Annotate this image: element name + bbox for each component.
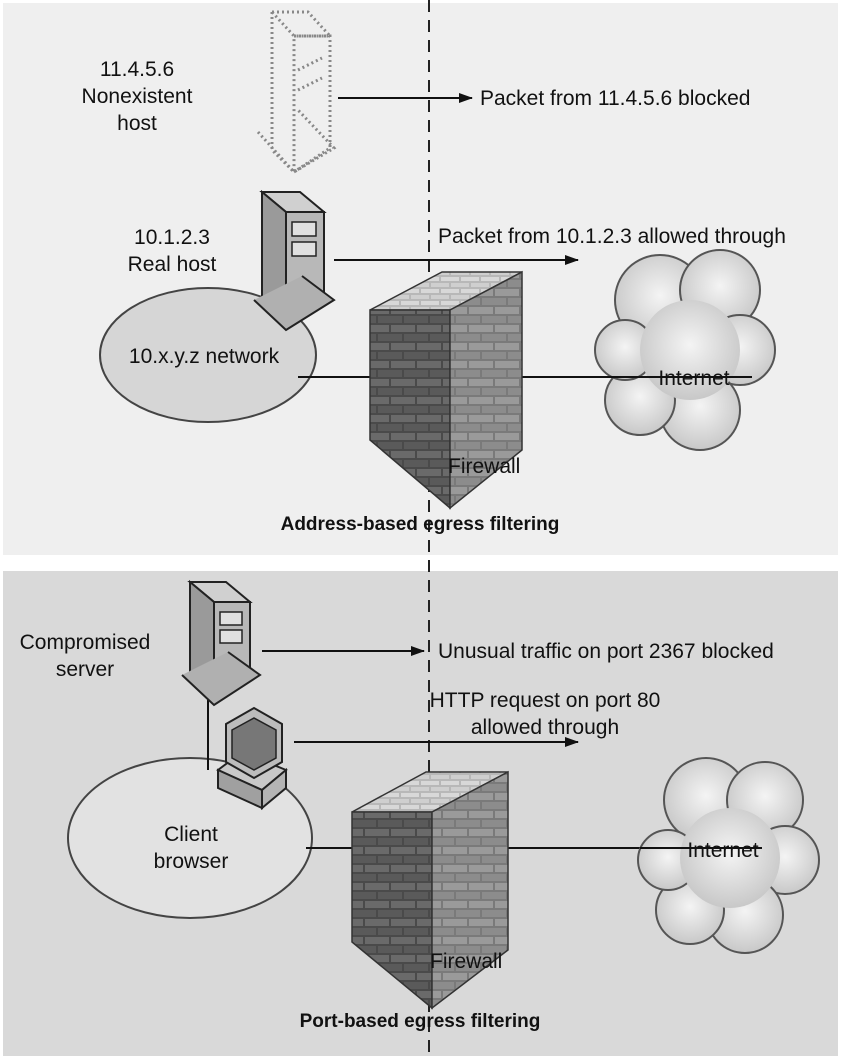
allowed-label-line2: allowed through [471, 716, 619, 739]
desktop-computer-icon [216, 706, 288, 811]
firewall-label-top: Firewall [448, 455, 520, 478]
brick-firewall-icon [369, 270, 523, 510]
internet-label-top: Internet [658, 367, 729, 390]
caption-bottom: Port-based egress filtering [300, 1011, 541, 1032]
ghost-server-icon [256, 10, 337, 176]
network-ellipse [99, 287, 317, 423]
real-host-label: Real host [128, 253, 217, 276]
server-label-line1: Compromised [20, 631, 151, 654]
allowed-label-line1: HTTP request on port 80 [430, 689, 661, 712]
server-tower-icon [253, 189, 336, 332]
blocked-label-bottom: Unusual traffic on port 2367 blocked [438, 640, 774, 663]
client-label-line2: browser [154, 850, 229, 873]
fake-host-line1: Nonexistent [82, 85, 193, 108]
allowed-label-top: Packet from 10.1.2.3 allowed through [438, 225, 786, 248]
server-label-line2: server [56, 658, 114, 681]
client-label-line1: Client [164, 823, 218, 846]
internet-cloud-icon [637, 757, 820, 954]
network-label: 10.x.y.z network [129, 345, 280, 368]
caption-top: Address-based egress filtering [281, 514, 560, 535]
firewall-label-bottom: Firewall [430, 950, 502, 973]
fake-host-ip: 11.4.5.6 [100, 58, 174, 81]
internet-label-bottom: Internet [687, 839, 758, 862]
internet-cloud-icon [594, 249, 776, 451]
blocked-label-top: Packet from 11.4.5.6 blocked [480, 87, 750, 110]
real-host-ip: 10.1.2.3 [134, 226, 210, 249]
server-tower-icon [181, 579, 262, 707]
brick-firewall-icon [351, 770, 509, 1010]
fake-host-line2: host [117, 112, 157, 135]
